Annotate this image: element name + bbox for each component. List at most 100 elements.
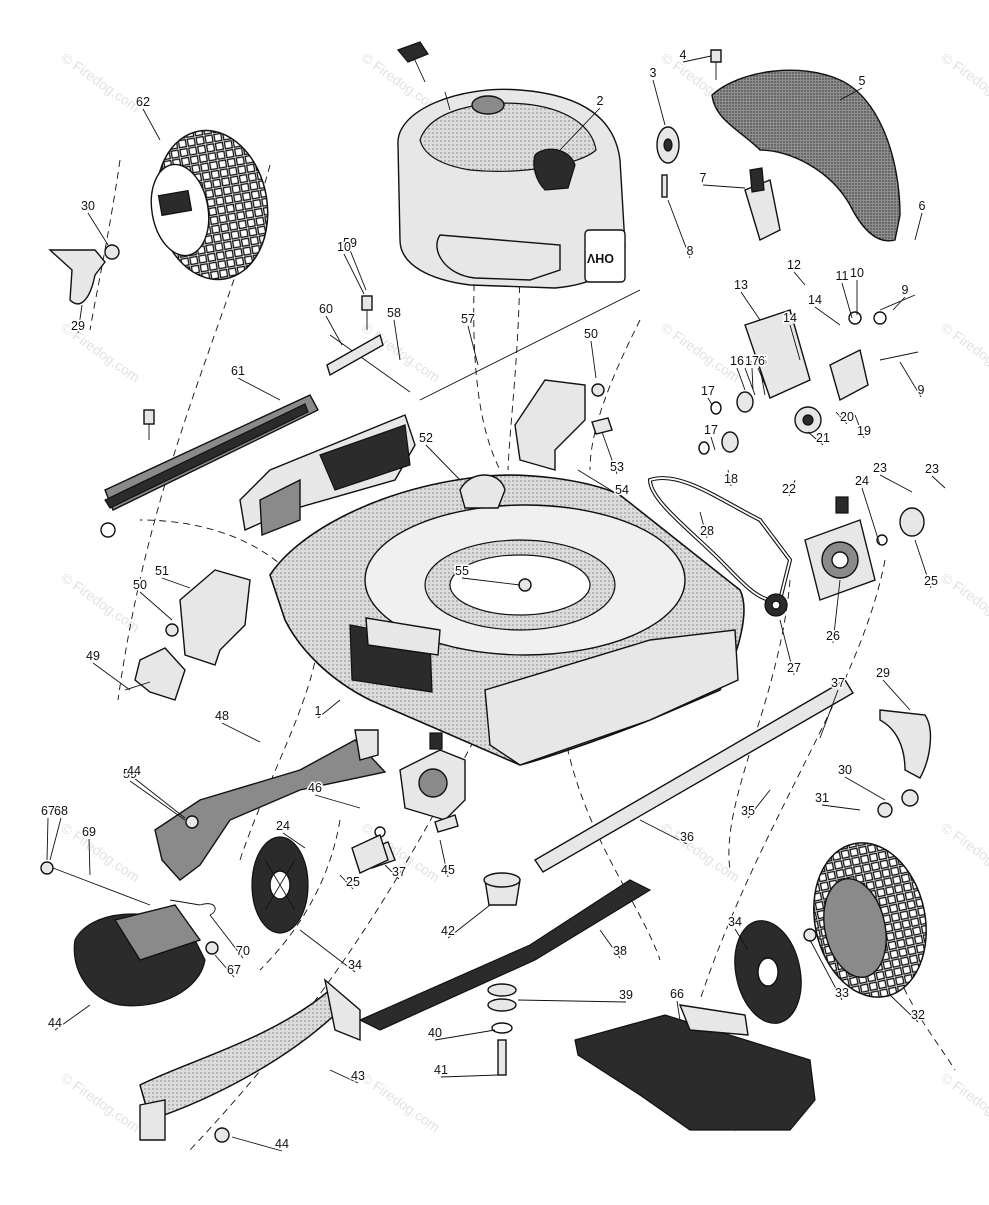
part-number-label: 29 [71, 319, 85, 333]
part-number-label: 37 [831, 676, 845, 690]
part-number-label: 50 [584, 327, 598, 341]
leader-line [393, 319, 401, 361]
leader-line [707, 397, 713, 406]
leader-line [439, 839, 449, 878]
part-number-label: 36 [680, 830, 694, 844]
leader-line [821, 804, 861, 811]
leader-line [434, 1029, 496, 1041]
part-number-label: 24 [276, 819, 290, 833]
leader-line [299, 929, 356, 973]
leader-line [343, 253, 365, 295]
watermark-text: © Firedog.com [658, 819, 743, 885]
leader-line [349, 249, 367, 291]
part-number-label: 54 [615, 483, 629, 497]
leader-line [889, 994, 919, 1023]
part-number-label: 8 [687, 244, 694, 258]
leader-line [779, 619, 795, 676]
part-number-label: 14 [783, 311, 797, 325]
leader-line [639, 819, 688, 845]
part-number-label: 16 [751, 354, 765, 368]
leader-line [789, 324, 801, 361]
leader-line [931, 475, 946, 489]
front-flap [154, 729, 387, 881]
part-number-label: 68 [54, 804, 68, 818]
part-number-label: 12 [787, 258, 801, 272]
leader-line [914, 212, 923, 241]
part-number-label: 50 [133, 578, 147, 592]
part-number-label: 51 [155, 564, 169, 578]
leader-line [139, 591, 173, 621]
watermark-text: © Firedog.com [938, 49, 989, 115]
part-number-label: 25 [924, 574, 938, 588]
part-number-label: 67 [41, 804, 55, 818]
part-number-label: 13 [734, 278, 748, 292]
leader-line [807, 431, 824, 446]
part-number-label: 30 [81, 199, 95, 213]
leader-line [727, 469, 732, 487]
part-number-label: 26 [826, 629, 840, 643]
part-number-label: 44 [127, 764, 141, 778]
part-number-label: 32 [911, 1008, 925, 1022]
leader-line [461, 577, 521, 586]
leader-line [710, 436, 716, 451]
leader-line [736, 367, 746, 391]
leader-line [861, 487, 881, 546]
leader-line [814, 306, 841, 326]
part-number-label: 57 [461, 312, 475, 326]
engine: OHV [396, 41, 626, 289]
part-number-label: 17 [704, 423, 718, 437]
leader-line [879, 474, 913, 493]
part-number-label: 25 [346, 875, 360, 889]
front-axle [534, 679, 854, 873]
part-number-label: 41 [434, 1063, 448, 1077]
part-number-label: 19 [857, 424, 871, 438]
leader-line [517, 999, 627, 1003]
watermark-text: © Firedog.com [938, 819, 989, 885]
leader-lines [46, 55, 946, 1152]
leader-line [734, 928, 749, 951]
watermark-text: © Firedog.com [58, 1069, 143, 1135]
leader-line [599, 929, 621, 959]
leader-line [161, 577, 191, 589]
leader-line [759, 367, 766, 396]
part-number-label: 27 [787, 661, 801, 675]
leader-line [54, 1004, 91, 1031]
part-number-label: 44 [275, 1137, 289, 1151]
part-number-label: 39 [619, 988, 633, 1002]
part-number-label: 9 [902, 283, 909, 297]
leader-line [676, 1000, 681, 1021]
leader-line [788, 479, 796, 497]
leader-line [809, 939, 843, 1001]
leader-line [425, 444, 461, 481]
part-number-label: 45 [441, 863, 455, 877]
leader-line [819, 689, 839, 739]
part-number-label: 22 [782, 482, 796, 496]
watermark-text: © Firedog.com [58, 49, 143, 115]
part-number-label: 15 [738, 354, 752, 368]
part-number-label: 44 [48, 1016, 62, 1030]
leader-line [92, 662, 131, 691]
leader-line [844, 776, 886, 801]
part-number-label: 53 [610, 460, 624, 474]
leader-line [747, 789, 771, 819]
part-number-label: 17 [745, 354, 759, 368]
svg-text:OHV: OHV [586, 251, 614, 265]
part-number-label: 14 [808, 293, 822, 307]
front-wheel-right [734, 709, 932, 1024]
part-number-labels: 1234567891011121314151617181920212223242… [40, 47, 941, 1153]
leader-line [221, 722, 261, 743]
part-number-label: 3 [650, 66, 657, 80]
part-number-label: 31 [815, 791, 829, 805]
part-number-label: 67 [227, 963, 241, 977]
part-number-label: 9 [918, 383, 925, 397]
watermark-text: © Firedog.com [358, 1069, 443, 1135]
part-number-label: 1 [315, 704, 322, 718]
part-number-label: 10 [850, 266, 864, 280]
watermark-text: © Firedog.com [938, 1069, 989, 1135]
leader-line [440, 1074, 499, 1078]
part-number-label: 7 [700, 171, 707, 185]
leader-line [87, 212, 109, 246]
leader-line [77, 304, 83, 334]
leader-line [384, 864, 400, 880]
